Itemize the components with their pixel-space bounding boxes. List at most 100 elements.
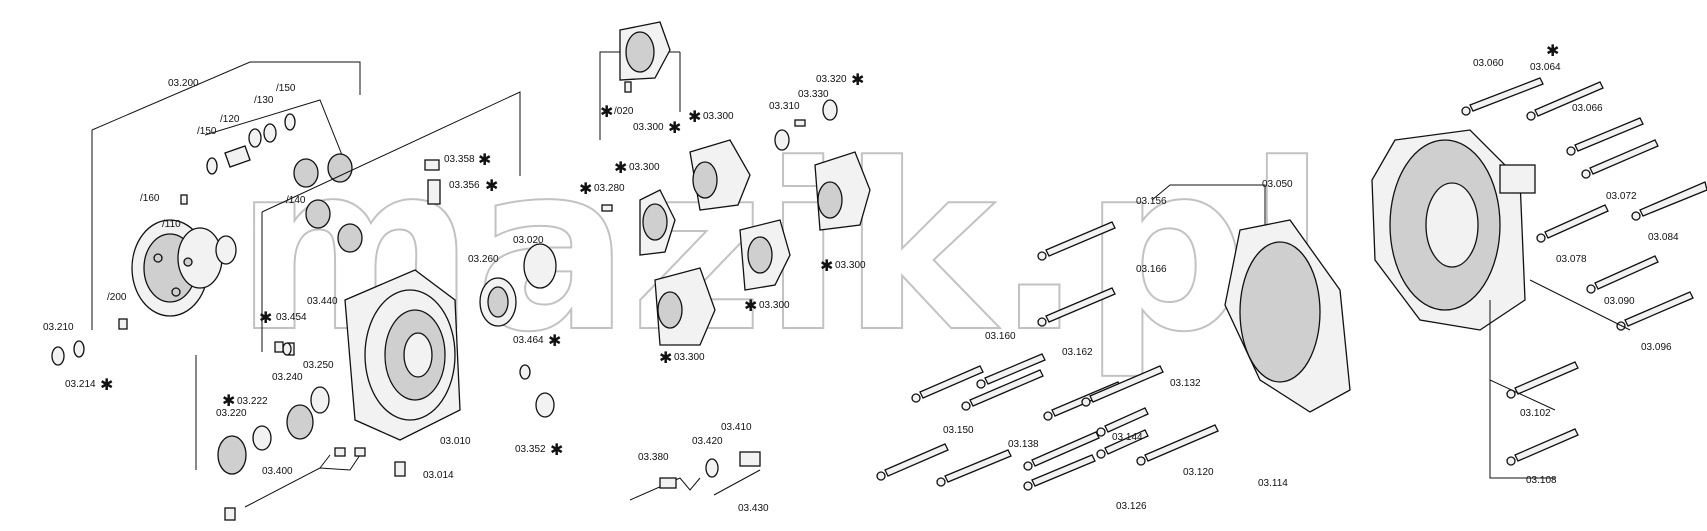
asterisk-03.320: ✱ <box>851 72 864 89</box>
nut-03.240 <box>286 404 314 440</box>
sender-03.356 <box>427 179 441 205</box>
bearing-03.220 <box>217 435 247 475</box>
label-03.200: 03.200 <box>168 78 199 89</box>
asterisk-03.464: ✱ <box>548 333 561 350</box>
label-200: /200 <box>107 292 127 303</box>
pto-housing <box>1499 164 1536 194</box>
label-140: /140 <box>286 195 306 206</box>
label-03.114: 03.114 <box>1258 478 1288 489</box>
label-03.210: 03.210 <box>43 322 74 333</box>
label-03.300b: 03.300 <box>703 111 734 122</box>
planet-gear-2 <box>327 153 353 183</box>
asterisk-020: ✱ <box>600 104 613 121</box>
ring-03.420 <box>705 458 719 478</box>
label-03.144: 03.144 <box>1112 432 1143 443</box>
bolt-03.280 <box>601 204 613 212</box>
seal-03.020 <box>523 243 557 289</box>
label-03.166: 03.166 <box>1136 264 1167 275</box>
main-housing-03.010 <box>195 91 557 521</box>
planet-gear-3 <box>305 199 331 229</box>
asterisk-03.300a: ✱ <box>668 120 681 137</box>
washer-03.310 <box>774 129 790 151</box>
ring-150b <box>284 113 296 131</box>
label-03.380: 03.380 <box>638 452 669 463</box>
label-03.214: 03.214 <box>65 379 96 390</box>
harness-03.400 <box>244 454 361 508</box>
breather-03.358 <box>424 159 440 171</box>
sensor-03.410 <box>739 451 761 467</box>
part-labels: 03.200 /150 /130 /120 /150 /140 /160 /11… <box>43 58 1679 514</box>
asterisk-03.300b: ✱ <box>688 109 701 126</box>
label-03.280: 03.280 <box>594 183 625 194</box>
ring-150a <box>206 157 218 175</box>
plug-03.352 <box>535 392 555 418</box>
asterisk-03.300d: ✱ <box>820 258 833 275</box>
pin-160 <box>180 194 188 205</box>
label-03.096: 03.096 <box>1641 342 1672 353</box>
label-03.410: 03.410 <box>721 422 752 433</box>
label-03.250: 03.250 <box>303 360 334 371</box>
label-03.162: 03.162 <box>1062 347 1093 358</box>
label-03.060: 03.060 <box>1473 58 1504 69</box>
label-03.358: 03.358 <box>444 154 475 165</box>
asterisk-03.352: ✱ <box>550 442 563 459</box>
label-03.156: 03.156 <box>1136 196 1167 207</box>
label-03.310: 03.310 <box>769 101 800 112</box>
plate-03.320 <box>822 99 838 121</box>
oring-03.454a <box>282 342 292 356</box>
label-03.014: 03.014 <box>423 470 454 481</box>
label-03.066: 03.066 <box>1572 103 1603 114</box>
asterisk-03.356: ✱ <box>485 178 498 195</box>
bolt-03.330 <box>794 119 806 127</box>
planetary-assembly <box>51 61 363 366</box>
asterisk-03.300c: ✱ <box>614 160 627 177</box>
bolt-020 <box>624 81 632 93</box>
label-03.102: 03.102 <box>1520 408 1551 419</box>
label-130: /130 <box>254 95 274 106</box>
asterisk-03.454: ✱ <box>259 310 272 327</box>
label-03.120: 03.120 <box>1183 467 1214 478</box>
washer-03.214 <box>73 340 85 358</box>
label-03.150: 03.150 <box>943 425 974 436</box>
sleeve-120 <box>224 145 251 168</box>
asterisk-03.300f: ✱ <box>659 350 672 367</box>
bearing-130a <box>248 128 262 148</box>
label-03.084: 03.084 <box>1648 232 1679 243</box>
label-03.064: 03.064 <box>1530 62 1561 73</box>
label-020: /020 <box>614 106 634 117</box>
bearing-130b <box>263 123 277 143</box>
label-03.454: 03.454 <box>276 312 307 323</box>
label-03.430: 03.430 <box>738 503 769 514</box>
asterisk-03.358: ✱ <box>478 152 491 169</box>
valve-03.014 <box>394 461 406 477</box>
asterisk-03.280: ✱ <box>579 181 592 198</box>
label-03.220: 03.220 <box>216 408 247 419</box>
asterisk-03.222: ✱ <box>222 393 235 410</box>
label-03.222: 03.222 <box>237 396 268 407</box>
planet-gear-1 <box>293 158 319 188</box>
asterisk-03.064: ✱ <box>1546 43 1559 60</box>
label-03.078: 03.078 <box>1556 254 1587 265</box>
asterisk-markers: ✱ ✱ ✱ ✱ ✱ ✱ ✱ ✱ ✱ ✱ ✱ ✱ ✱ ✱ ✱ ✱ ✱ <box>100 43 1559 459</box>
sensor-group <box>629 451 761 501</box>
ring-03.464 <box>519 364 531 380</box>
label-03.010: 03.010 <box>440 436 471 447</box>
ring-03.250 <box>310 386 330 414</box>
label-03.420: 03.420 <box>692 436 723 447</box>
label-03.352: 03.352 <box>515 444 546 455</box>
label-03.132: 03.132 <box>1170 378 1201 389</box>
label-160: /160 <box>140 193 160 204</box>
label-03.020: 03.020 <box>513 235 544 246</box>
planet-carrier <box>131 219 237 317</box>
label-03.160: 03.160 <box>985 331 1016 342</box>
label-03.400: 03.400 <box>262 466 293 477</box>
label-03.300f: 03.300 <box>674 352 705 363</box>
label-150b: /150 <box>197 126 217 137</box>
label-120: /120 <box>220 114 240 125</box>
label-03.330: 03.330 <box>798 89 829 100</box>
asterisk-03.300e: ✱ <box>744 298 757 315</box>
label-03.072: 03.072 <box>1606 191 1637 202</box>
label-03.300c: 03.300 <box>629 162 660 173</box>
plug-03.454 <box>274 341 284 353</box>
